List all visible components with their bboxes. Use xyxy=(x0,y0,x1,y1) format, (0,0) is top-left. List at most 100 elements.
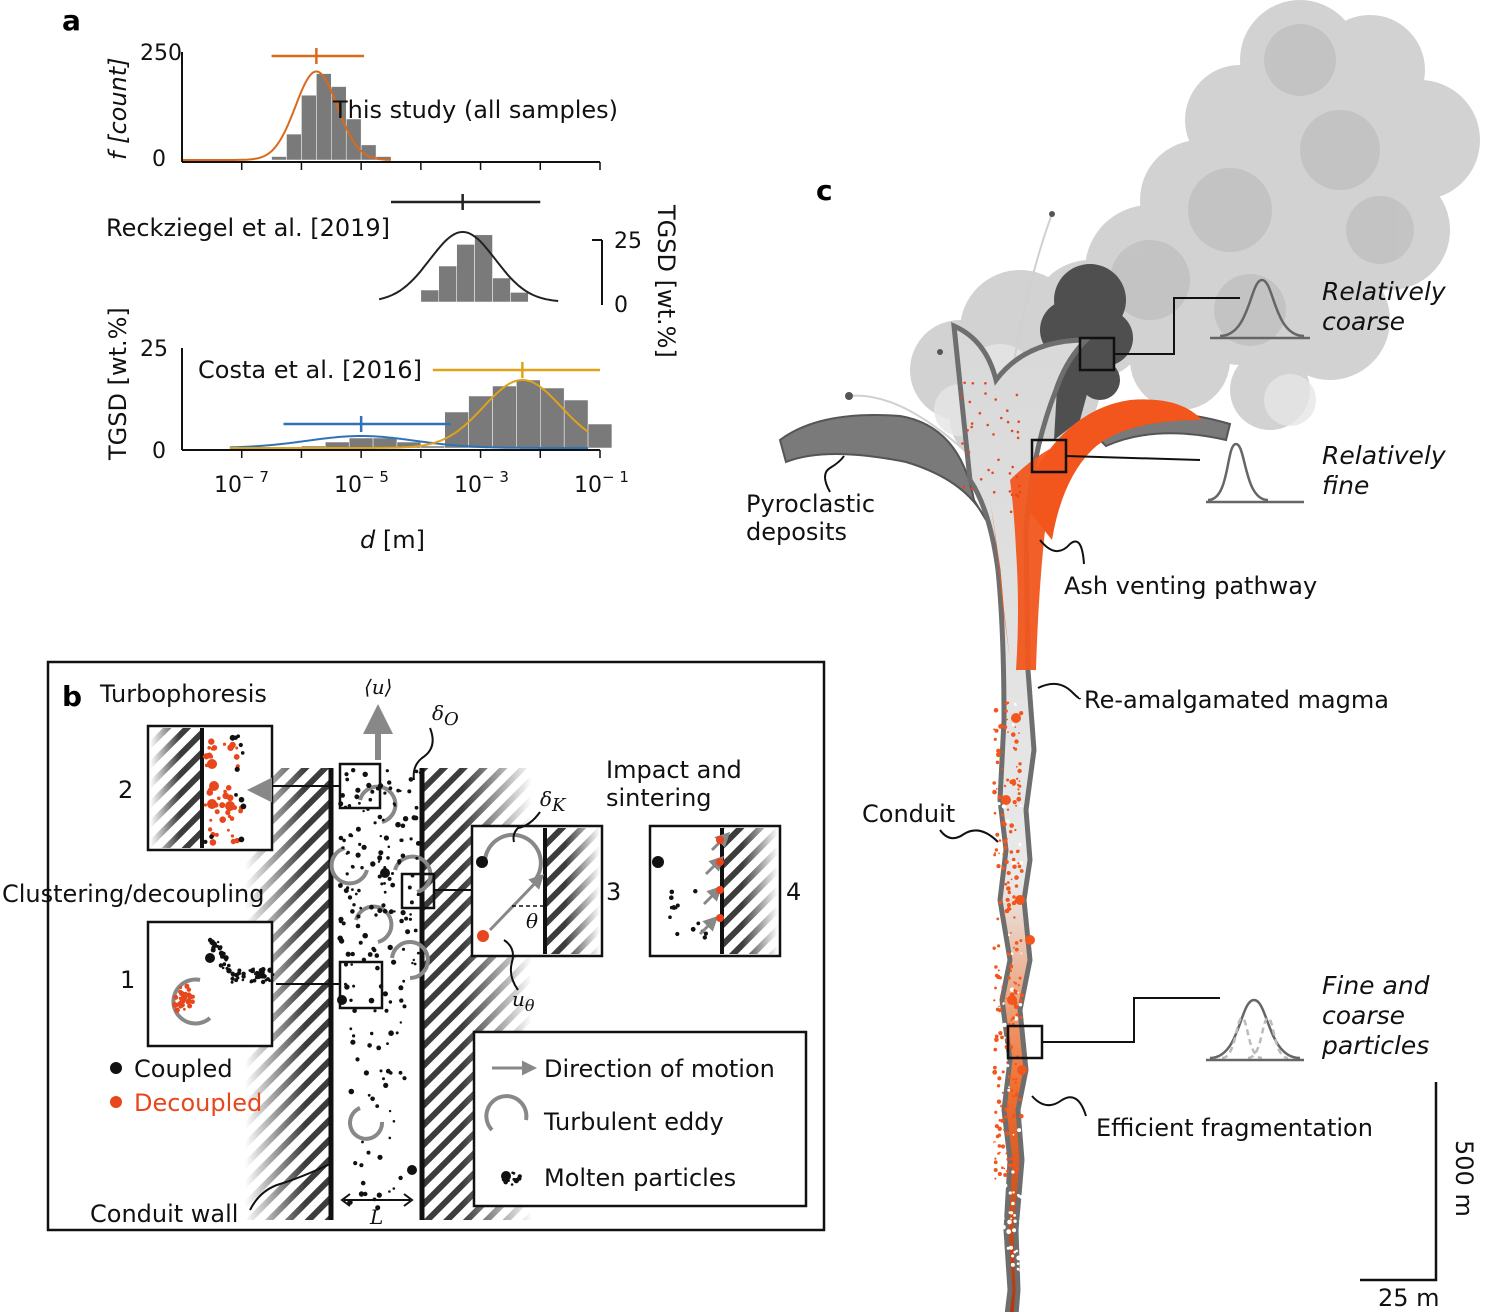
particle xyxy=(1009,830,1013,834)
particle xyxy=(235,746,239,750)
large-particle xyxy=(1011,713,1021,723)
particle xyxy=(1002,1022,1007,1028)
particle xyxy=(993,999,996,1002)
particle xyxy=(356,914,361,919)
particle xyxy=(1000,1104,1003,1108)
particle xyxy=(512,1177,516,1181)
particle xyxy=(1006,1103,1009,1106)
particle xyxy=(1001,1001,1004,1004)
particle xyxy=(1010,932,1012,934)
particle xyxy=(991,471,994,475)
large-particle xyxy=(225,801,235,811)
particle xyxy=(1019,1264,1022,1267)
particle xyxy=(668,915,672,919)
particle xyxy=(266,977,270,981)
particle xyxy=(1015,765,1018,768)
conduit-interior xyxy=(331,768,422,1220)
inset-4-fade xyxy=(742,828,778,954)
particle xyxy=(994,398,997,401)
particle xyxy=(413,928,418,933)
particle xyxy=(355,923,361,929)
particle xyxy=(381,903,386,908)
xtick-1e-3-exp: − 3 xyxy=(482,468,509,486)
xtick-1e-7: 10− 7 xyxy=(214,468,269,498)
mixed-label-1: Fine and xyxy=(1322,971,1430,1000)
particle xyxy=(368,797,373,802)
panel-a: a 250 0 f [count] This study (all sample… xyxy=(62,4,680,554)
width-arrow-heads xyxy=(340,1193,414,1207)
legend-direction-label: Direction of motion xyxy=(544,1055,775,1083)
particle xyxy=(416,892,420,897)
particle xyxy=(350,963,354,966)
particle xyxy=(367,952,373,957)
particle xyxy=(675,903,680,908)
particle xyxy=(1001,866,1006,871)
particle xyxy=(1001,768,1004,770)
particle xyxy=(361,844,367,850)
panel-b-legend: Direction of motion Turbulent eddy Molte… xyxy=(472,1030,808,1208)
eddy-6 xyxy=(348,1106,385,1141)
particle xyxy=(996,748,1001,754)
particle xyxy=(360,1180,366,1186)
particle xyxy=(241,971,246,976)
particle xyxy=(399,998,404,1003)
coarse-label-1: Relatively xyxy=(1322,277,1447,306)
particle xyxy=(374,913,378,917)
fine-label-1: Relatively xyxy=(1322,441,1447,470)
particle xyxy=(351,888,354,891)
particle xyxy=(388,786,393,791)
particle xyxy=(1009,1245,1013,1250)
particle xyxy=(207,827,213,832)
particle xyxy=(350,951,355,957)
particle xyxy=(1011,1254,1015,1258)
inset-4-number: 4 xyxy=(786,878,801,906)
particle xyxy=(209,839,217,846)
clustering-label: Clustering/decoupling xyxy=(2,880,265,908)
particle xyxy=(994,1177,997,1180)
particle xyxy=(1009,823,1014,828)
particle xyxy=(357,888,361,893)
particle xyxy=(414,805,419,810)
particle xyxy=(393,910,396,913)
subplot-this-study xyxy=(182,48,601,170)
particle xyxy=(1007,976,1011,980)
particle xyxy=(1003,1173,1008,1177)
particle xyxy=(998,1005,1000,1008)
particle xyxy=(1017,862,1020,865)
particle xyxy=(1015,475,1019,479)
particle xyxy=(375,1104,380,1108)
particle xyxy=(183,1007,186,1011)
conduit-wall-label: Conduit wall xyxy=(90,1200,238,1228)
particle xyxy=(387,876,392,881)
panel-b-label: b xyxy=(62,680,82,713)
particle xyxy=(1003,914,1006,916)
particle xyxy=(1010,1019,1012,1022)
histogram-bar xyxy=(587,423,613,449)
particle xyxy=(1001,985,1004,989)
particle xyxy=(230,838,237,845)
delta-o-sub: O xyxy=(444,709,459,730)
histogram-bar xyxy=(444,411,469,449)
particle xyxy=(363,1070,369,1076)
particle xyxy=(377,814,383,820)
sub1-y-label: f [count] xyxy=(104,57,132,160)
particle xyxy=(230,980,234,984)
particle xyxy=(1006,1105,1010,1109)
particle xyxy=(1019,993,1024,998)
particle xyxy=(1003,1167,1006,1170)
particle xyxy=(250,979,254,982)
large-particle xyxy=(337,995,347,1005)
particle xyxy=(234,793,238,797)
particle xyxy=(344,984,350,990)
histogram-bar xyxy=(510,292,529,303)
particle xyxy=(388,1030,394,1036)
particle xyxy=(177,1001,181,1005)
inset-1-number: 1 xyxy=(120,966,135,994)
particle xyxy=(373,821,377,825)
particle xyxy=(179,1004,184,1008)
particle xyxy=(218,963,224,968)
particle xyxy=(1019,804,1022,807)
particle xyxy=(1005,1131,1010,1136)
panel-a-label: a xyxy=(62,4,81,37)
particle xyxy=(388,1136,392,1140)
